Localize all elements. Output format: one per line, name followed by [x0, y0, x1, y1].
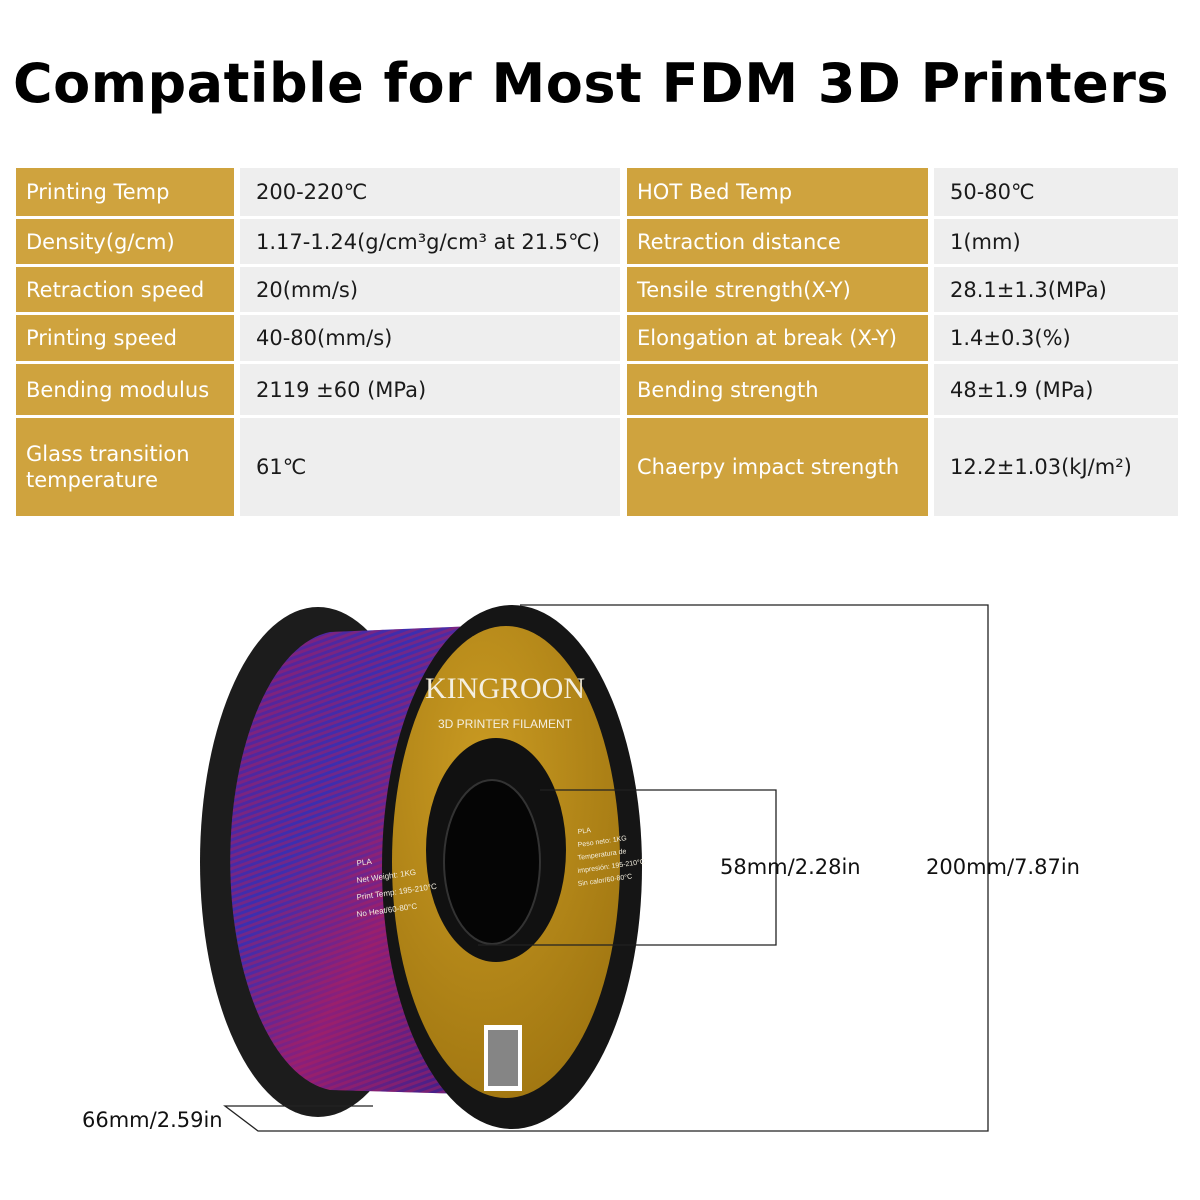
- spec-value: 50-80℃: [934, 168, 1178, 216]
- spec-value: 61℃: [240, 418, 620, 516]
- spec-label: Printing Temp: [16, 168, 234, 216]
- dimension-lines: [223, 604, 989, 1132]
- spec-value: 1(mm): [934, 219, 1178, 264]
- spec-value: 20(mm/s): [240, 267, 620, 312]
- spec-label: Chaerpy impact strength: [627, 418, 928, 516]
- spool-label-text: PLA: [356, 857, 373, 868]
- spec-label: Bending strength: [627, 364, 928, 415]
- spec-label: HOT Bed Temp: [627, 168, 928, 216]
- spec-label: Retraction speed: [16, 267, 234, 312]
- spec-value: 48±1.9 (MPa): [934, 364, 1178, 415]
- spec-label: Glass transition temperature: [16, 418, 234, 516]
- spec-value: 12.2±1.03(kJ/m²): [934, 418, 1178, 516]
- spec-value: 40-80(mm/s): [240, 315, 620, 361]
- spec-label: Retraction distance: [627, 219, 928, 264]
- hub-hole: [443, 779, 541, 945]
- spec-value: 28.1±1.3(MPa): [934, 267, 1178, 312]
- qr-code-pattern: [488, 1030, 518, 1086]
- spec-label: Bending modulus: [16, 364, 234, 415]
- spec-value: 2119 ±60 (MPa): [240, 364, 620, 415]
- diameter-dimension: 200mm/7.87in: [926, 855, 1080, 879]
- spec-label: Printing speed: [16, 315, 234, 361]
- spec-value: 200-220℃: [240, 168, 620, 216]
- page-title: Compatible for Most FDM 3D Printers: [13, 52, 1169, 115]
- spec-label: Density(g/cm): [16, 219, 234, 264]
- spec-label: Tensile strength(X-Y): [627, 267, 928, 312]
- spool-label-text: PLA: [577, 827, 591, 836]
- brand-logo: KINGROON: [425, 672, 585, 705]
- width-dimension: 66mm/2.59in: [82, 1108, 223, 1132]
- spool-subtitle: 3D PRINTER FILAMENT: [438, 717, 573, 731]
- hub-dimension: 58mm/2.28in: [720, 855, 861, 879]
- spec-value: 1.17-1.24(g/cm³g/cm³ at 21.5℃): [240, 219, 620, 264]
- spec-value: 1.4±0.3(%): [934, 315, 1178, 361]
- spec-label: Elongation at break (X-Y): [627, 315, 928, 361]
